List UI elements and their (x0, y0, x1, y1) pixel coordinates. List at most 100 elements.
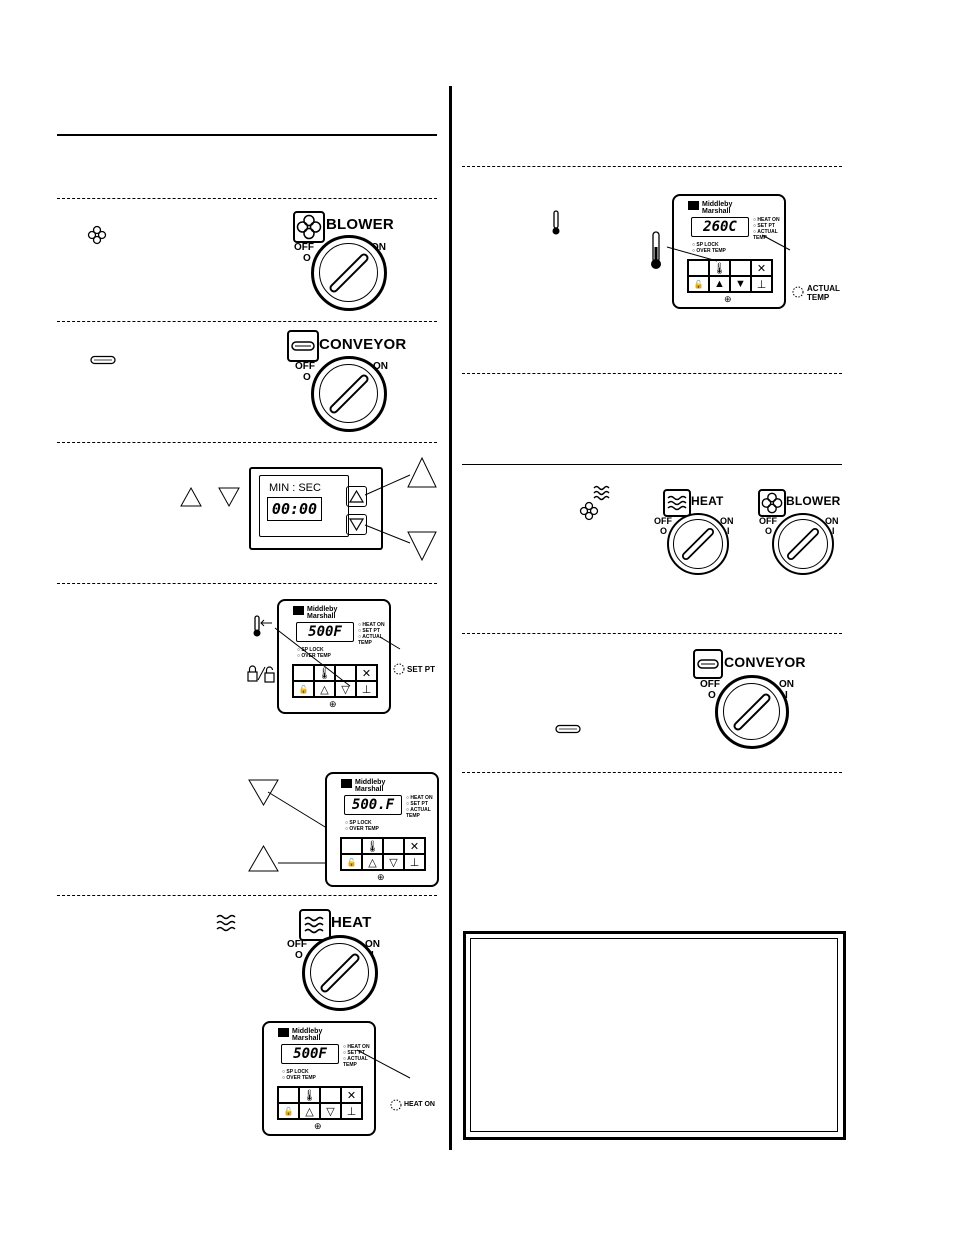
status-leds: ○ HEAT ON○ SET PT○ ACTUAL TEMP (343, 1044, 370, 1068)
temperature-display: 500.F (344, 795, 402, 815)
timer-display: 00:00 (267, 497, 322, 521)
up-key[interactable]: ▲ (709, 276, 730, 292)
down-key[interactable]: ▽ (335, 681, 356, 697)
conveyor-icon (291, 341, 315, 351)
status-leds-lower: ○ SP LOCK○ OVER TEMP (282, 1069, 316, 1081)
blower-knob[interactable] (772, 513, 834, 575)
actual-temp-callout: ACTUAL TEMP (807, 284, 840, 302)
up-arrow-icon (180, 486, 202, 507)
up-key[interactable]: △ (299, 1103, 320, 1119)
thermometer-icon (651, 231, 661, 269)
off-label: OFF (654, 516, 672, 526)
blower-switch-icon (293, 211, 325, 243)
on-label: ON (825, 516, 839, 526)
off-symbol: O (765, 526, 773, 536)
setpoint-key[interactable]: ⊥ (404, 854, 425, 870)
down-key[interactable]: ▽ (320, 1103, 341, 1119)
off-label: OFF (294, 242, 314, 253)
down-arrow-icon (407, 531, 437, 562)
status-leds-lower: ○ SP LOCK○ OVER TEMP (297, 647, 331, 659)
lock-key[interactable]: 🔓 (278, 1103, 299, 1119)
off-symbol: O (660, 526, 668, 536)
conveyor-knob[interactable] (311, 356, 387, 432)
conveyor-switch-icon (693, 649, 723, 679)
blank-key (688, 260, 709, 276)
timer-panel: MIN : SEC 00:00 (249, 467, 383, 550)
lock-icon (247, 665, 275, 683)
heat-knob[interactable] (667, 513, 729, 575)
brand-logo (341, 779, 352, 788)
reset-icon: ⊕ (314, 1121, 322, 1131)
divider (462, 373, 842, 374)
off-symbol: O (295, 950, 303, 961)
up-key[interactable]: △ (314, 681, 335, 697)
blank-key (320, 1087, 341, 1103)
status-leds: ○ HEAT ON○ SET PT○ ACTUAL TEMP (753, 217, 780, 241)
heat-knob[interactable] (302, 935, 378, 1011)
lock-key[interactable]: 🔓 (688, 276, 709, 292)
heat-on-callout: HEAT ON (404, 1101, 435, 1108)
on-label: ON (373, 361, 388, 372)
down-key[interactable]: ▽ (383, 854, 404, 870)
conveyor-switch-icon (287, 330, 319, 362)
up-key[interactable]: △ (362, 854, 383, 870)
setpoint-key[interactable]: ⊥ (341, 1103, 362, 1119)
on-label: ON (371, 242, 386, 253)
fan-icon (761, 492, 783, 514)
blower-knob[interactable] (311, 235, 387, 311)
thermometer-key[interactable]: 🌡 (299, 1087, 320, 1103)
controller-keypad: 🌡 ✕ 🔓 ▲ ▼ ⊥ (687, 259, 773, 293)
notice-box (463, 931, 846, 1140)
heat-switch-icon (663, 489, 691, 517)
tools-key[interactable]: ✕ (341, 1087, 362, 1103)
tools-key[interactable]: ✕ (356, 665, 377, 681)
tools-key[interactable]: ✕ (404, 838, 425, 854)
blower-label: BLOWER (326, 216, 394, 233)
off-symbol: O (303, 253, 311, 264)
led-glow-icon (390, 1099, 402, 1111)
down-arrow-icon (218, 487, 240, 508)
on-label: ON (779, 679, 794, 690)
brand-logo (293, 606, 304, 615)
setpoint-key[interactable]: ⊥ (356, 681, 377, 697)
actual-callouts (666, 234, 791, 262)
conveyor-icon (555, 724, 581, 734)
heat-waves-icon (667, 495, 687, 511)
thermometer-key[interactable]: 🌡 (709, 260, 730, 276)
blower-switch-icon (758, 489, 786, 517)
timer-up-button[interactable] (346, 486, 367, 507)
on-symbol: I (832, 526, 835, 536)
thermometer-key[interactable]: 🌡 (314, 665, 335, 681)
off-label: OFF (295, 361, 315, 372)
heat-label: HEAT (331, 914, 372, 931)
divider (57, 895, 437, 896)
down-key[interactable]: ▼ (730, 276, 751, 292)
lock-key[interactable]: 🔓 (293, 681, 314, 697)
divider (462, 166, 842, 167)
off-label: OFF (759, 516, 777, 526)
timer-title: MIN : SEC (269, 482, 321, 494)
up-arrow-icon (248, 845, 279, 872)
conveyor-knob[interactable] (715, 675, 789, 749)
setpoint-key[interactable]: ⊥ (751, 276, 772, 292)
tools-key[interactable]: ✕ (751, 260, 772, 276)
on-symbol: I (785, 690, 788, 701)
fan-icon (579, 501, 599, 521)
lock-key[interactable]: 🔓 (341, 854, 362, 870)
reset-icon: ⊕ (329, 699, 337, 709)
off-label: OFF (287, 939, 307, 950)
led-glow-icon (792, 286, 804, 298)
thermometer-key[interactable]: 🌡 (362, 838, 383, 854)
conveyor-icon (697, 659, 719, 669)
blank-key (293, 665, 314, 681)
conveyor-icon (90, 355, 116, 365)
heat-label: HEAT (691, 494, 724, 508)
blower-label: BLOWER (786, 494, 841, 508)
thermometer-icon (552, 210, 560, 235)
timer-down-button[interactable] (346, 514, 367, 535)
